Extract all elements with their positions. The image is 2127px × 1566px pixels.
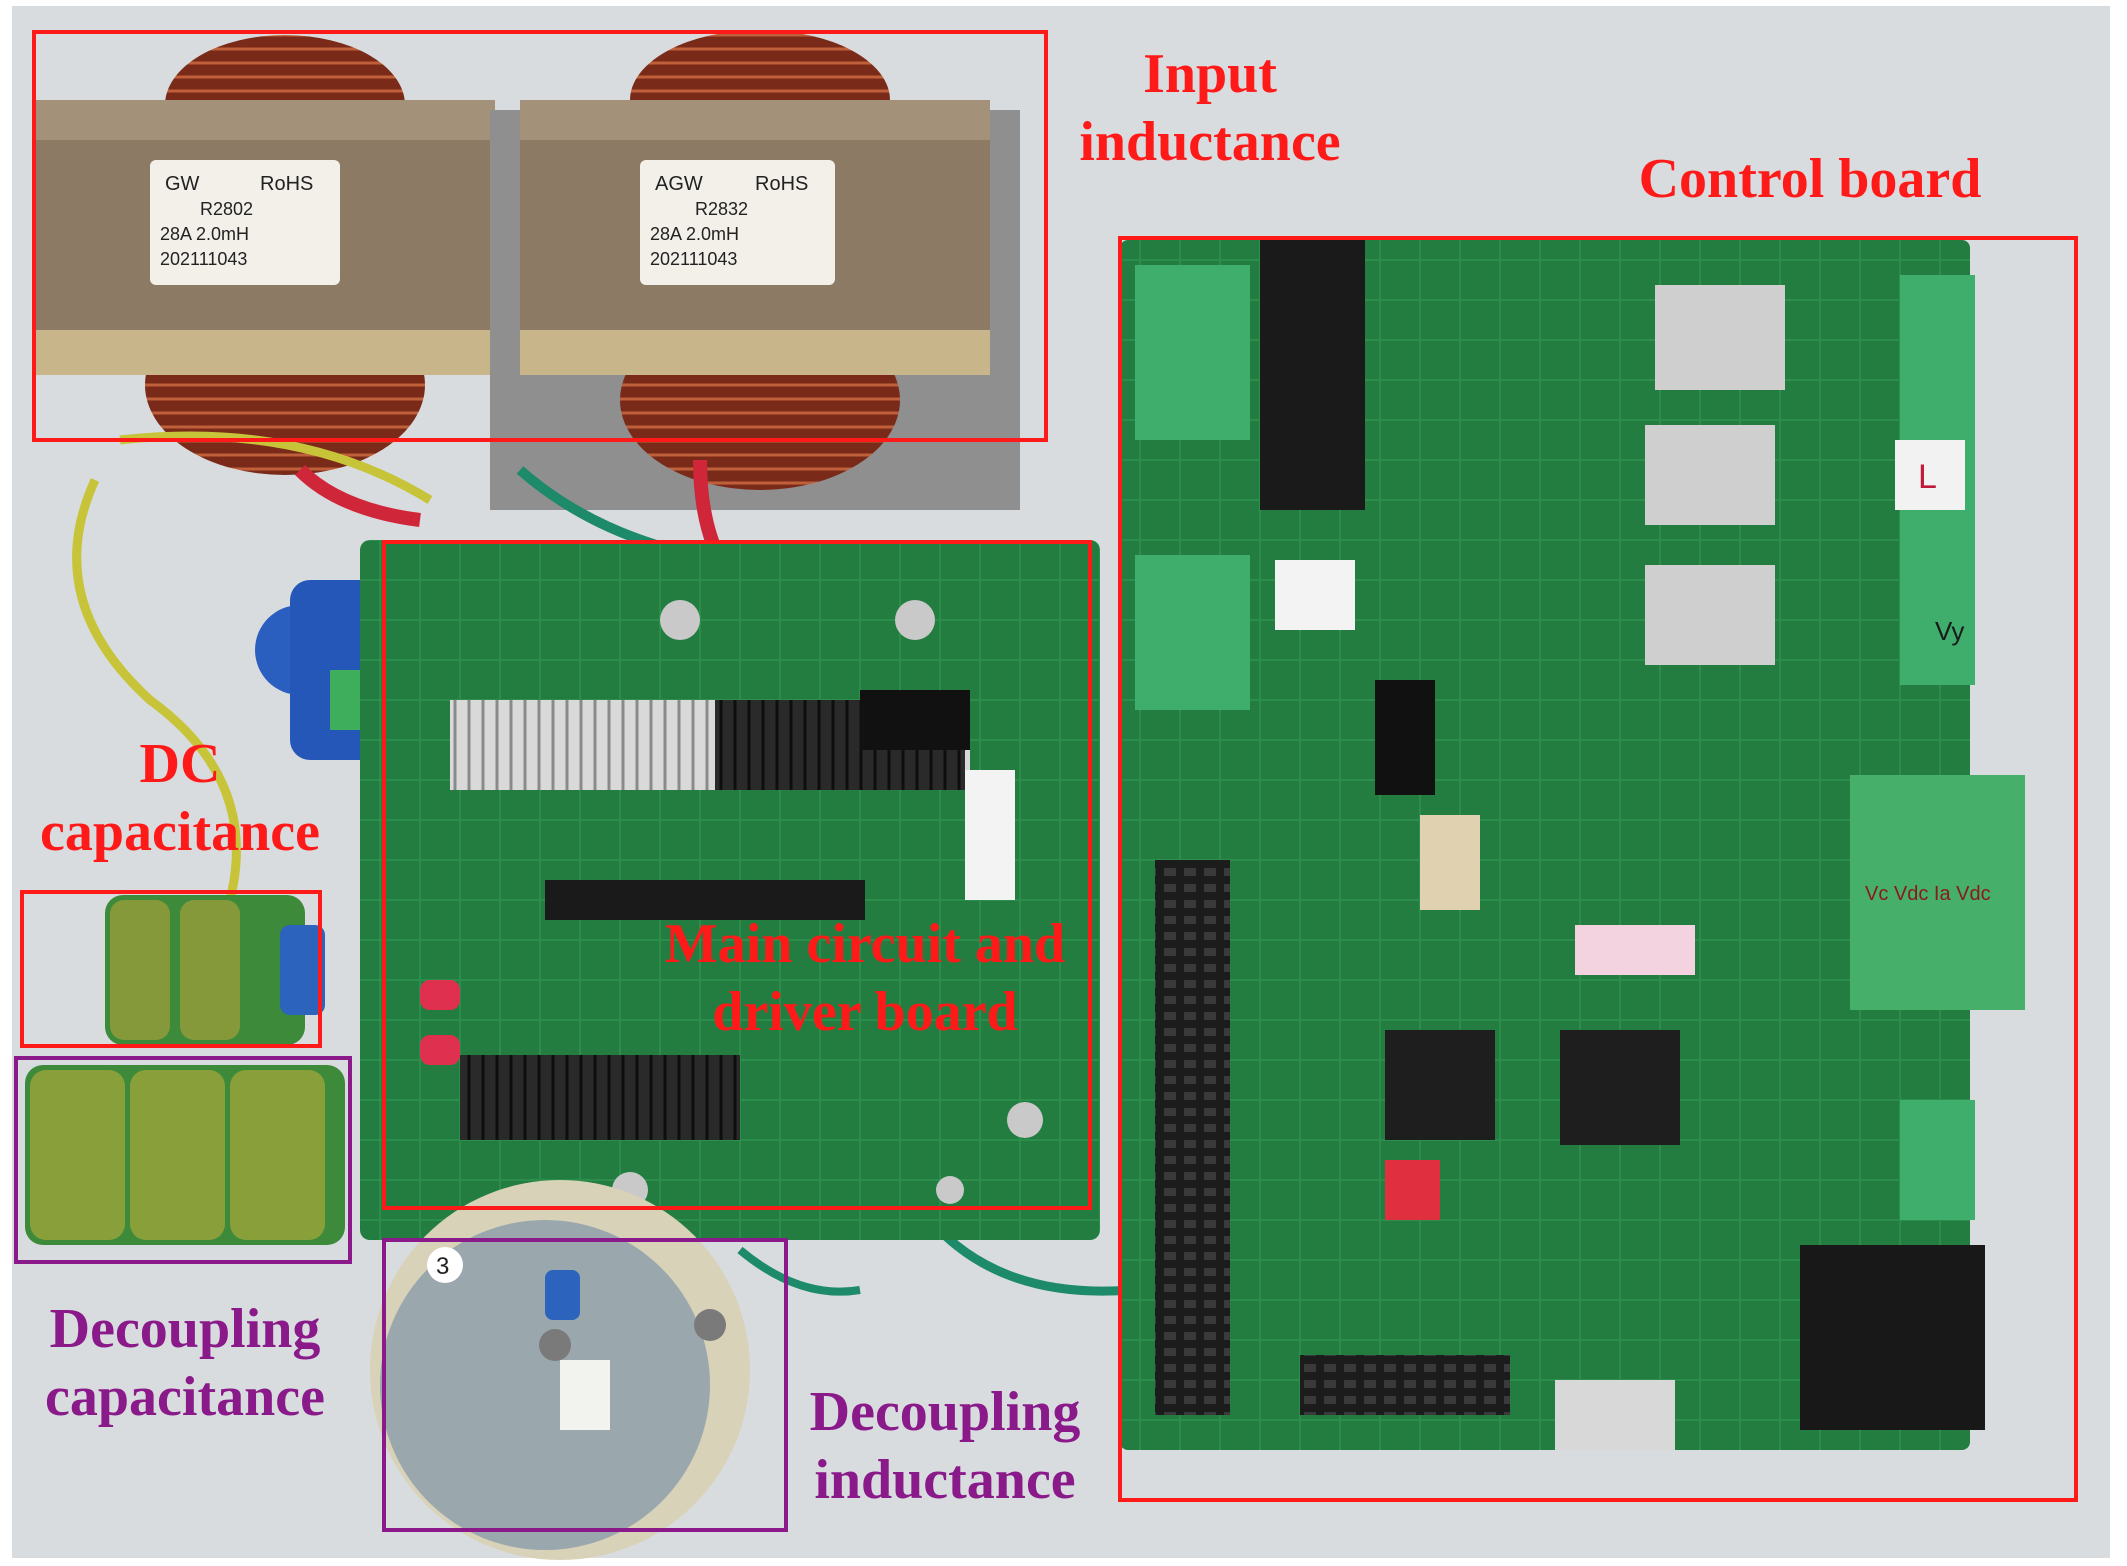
inductor-sticker-left — [150, 160, 340, 285]
label-decoupling-capacitance: Decoupling capacitance — [45, 1298, 325, 1428]
svg-text:202111043: 202111043 — [160, 249, 247, 269]
frame-dc-capacitance — [20, 890, 322, 1048]
serial-port — [1800, 1245, 1985, 1430]
white-resistor — [965, 770, 1015, 900]
heatsink-black — [460, 1055, 740, 1140]
voltage-terminal-block — [1850, 775, 2025, 1010]
handwritten-tag — [1895, 440, 1965, 510]
ribbon-connector-vertical — [1155, 860, 1230, 1415]
current-sensor-3 — [1645, 565, 1775, 665]
frame-decoupling-inductance — [382, 1238, 788, 1532]
svg-text:28A 2.0mH: 28A 2.0mH — [160, 224, 249, 244]
svg-text:28A 2.0mH: 28A 2.0mH — [650, 224, 739, 244]
control-board: Vc Vdc Ia Vdc L Vy — [1120, 240, 2025, 1450]
svg-text:Vc Vdc Ia Vdc: Vc Vdc Ia Vdc — [1865, 883, 1991, 905]
svg-text:Vy: Vy — [1935, 616, 1964, 646]
input-inductor-right: AGW RoHS R2832 28A 2.0mH 202111043 — [490, 30, 1020, 510]
current-sensor-1 — [1655, 285, 1785, 390]
label-decoupling-inductance: Decoupling inductance — [809, 1381, 1081, 1511]
input-inductor-left: GW RoHS R2802 28A 2.0mH 202111043 — [35, 35, 495, 475]
ground-wire — [72, 478, 241, 902]
inductor-sticker-right — [640, 160, 835, 285]
label-dc-capacitance: DC capacitance — [40, 733, 320, 863]
main-driver-board — [360, 540, 1100, 1240]
frame-input-inductance — [32, 30, 1048, 442]
label-main-circuit: Main circuit and driver board — [664, 913, 1066, 1043]
label-control-board: Control board — [1638, 148, 1982, 210]
ribbon-header — [545, 880, 865, 920]
red-wire — [295, 464, 421, 527]
frame-main-circuit — [382, 540, 1092, 1210]
svg-text:GW: GW — [165, 173, 200, 195]
dip-switch — [1385, 1160, 1440, 1220]
current-sensor-2 — [1645, 425, 1775, 525]
frame-decoupling-capacitance — [14, 1056, 352, 1264]
svg-text:L: L — [1918, 458, 1937, 496]
svg-text:R2802: R2802 — [200, 199, 253, 219]
svg-text:202111043: 202111043 — [650, 249, 737, 269]
dc-capacitor-pack — [105, 895, 325, 1045]
processor-chip-2 — [1560, 1030, 1680, 1145]
svg-text:AGW: AGW — [655, 173, 703, 195]
decoupling-capacitor-pack — [25, 1065, 345, 1245]
processor-chip-1 — [1385, 1030, 1495, 1140]
svg-text:RoHS: RoHS — [755, 173, 808, 195]
svg-text:R2832: R2832 — [695, 199, 748, 219]
label-input-inductance: Input inductance — [1079, 43, 1341, 173]
frame-control-board — [1118, 236, 2078, 1502]
svg-text:3: 3 — [436, 1253, 449, 1280]
svg-text:RoHS: RoHS — [260, 173, 313, 195]
decoupling-inductor: 3 — [370, 1180, 750, 1560]
relay-bank — [1260, 240, 1365, 510]
